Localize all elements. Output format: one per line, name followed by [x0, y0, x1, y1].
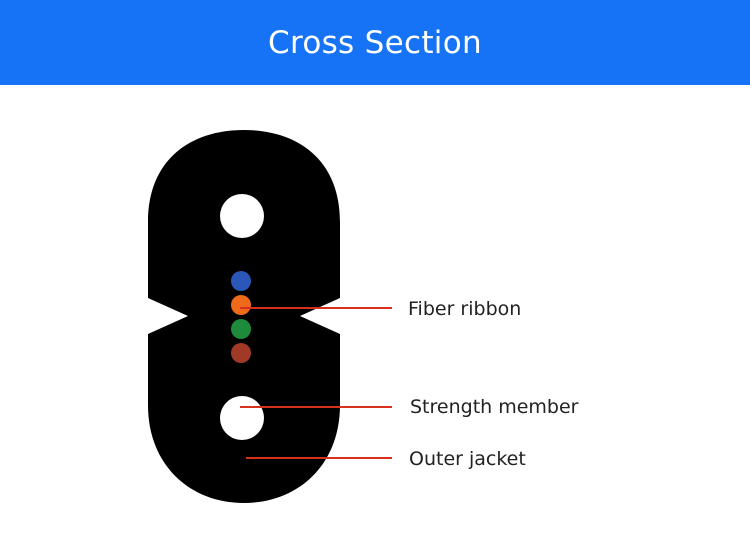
header-banner: Cross Section — [0, 0, 750, 85]
fiber-blue — [231, 271, 251, 291]
fiber-ribbon — [231, 271, 251, 363]
strength-member-bottom — [220, 396, 264, 440]
page-title: Cross Section — [268, 24, 482, 61]
fiber-brown — [231, 343, 251, 363]
strength-member-top — [220, 194, 264, 238]
label-fiber-ribbon: Fiber ribbon — [408, 298, 522, 320]
fiber-green — [231, 319, 251, 339]
label-outer-jacket: Outer jacket — [409, 448, 526, 470]
fiber-orange — [231, 295, 251, 315]
outer-jacket-shape — [148, 130, 340, 503]
label-strength-member: Strength member — [410, 396, 579, 418]
